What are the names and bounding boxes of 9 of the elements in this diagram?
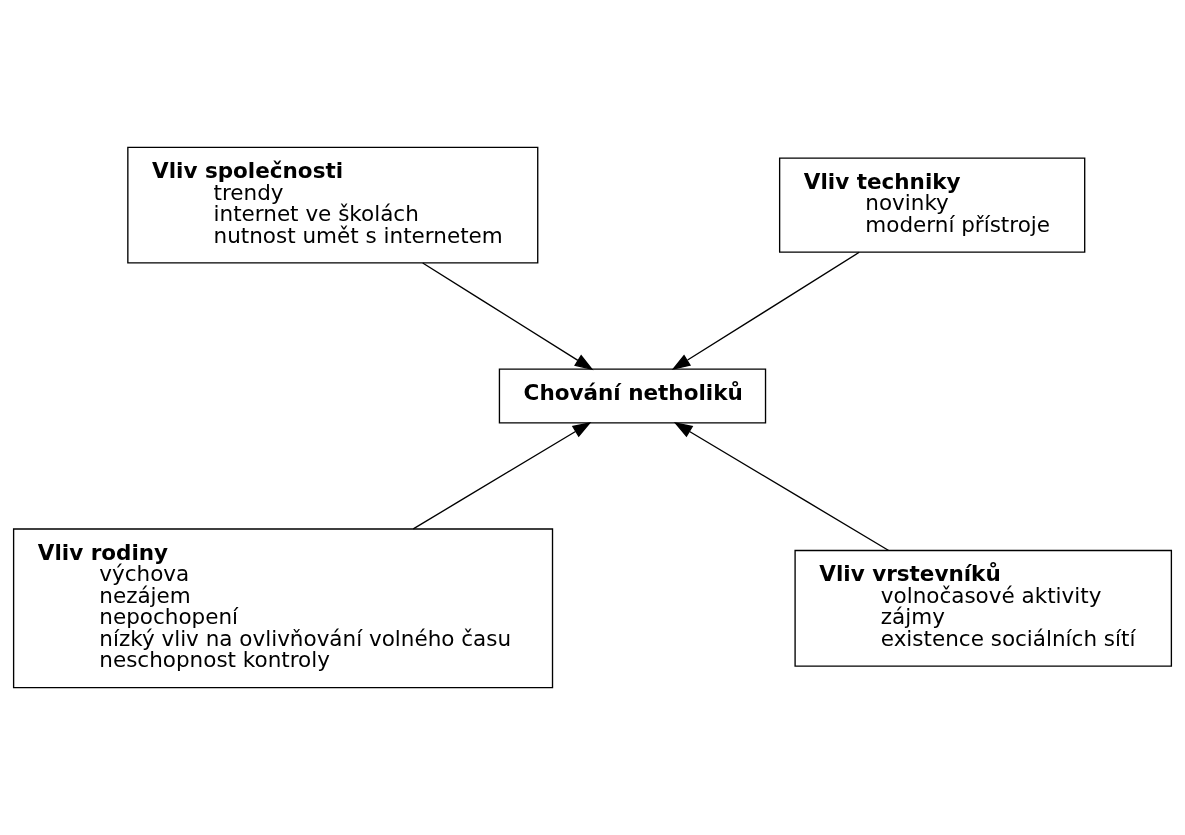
node-box: Vliv vrstevníků volnočasové aktivity zájmy existence sociálních sítí: [794, 549, 1173, 667]
arrow: [422, 262, 594, 371]
node-box: Chování netholiků: [498, 368, 767, 424]
node-box: Vliv techniky novinky moderní přístroje: [778, 157, 1086, 253]
arrow: [671, 251, 860, 371]
node-box: Vliv společnosti trendy internet ve školách nutnost umět s internetem: [127, 146, 539, 264]
arrow: [673, 422, 890, 552]
node-box: Vliv rodiny výchova nezájem nepochopení nízký vliv na ovlivňování volného času neschopnost kontroly: [12, 528, 554, 689]
arrow: [412, 422, 592, 530]
